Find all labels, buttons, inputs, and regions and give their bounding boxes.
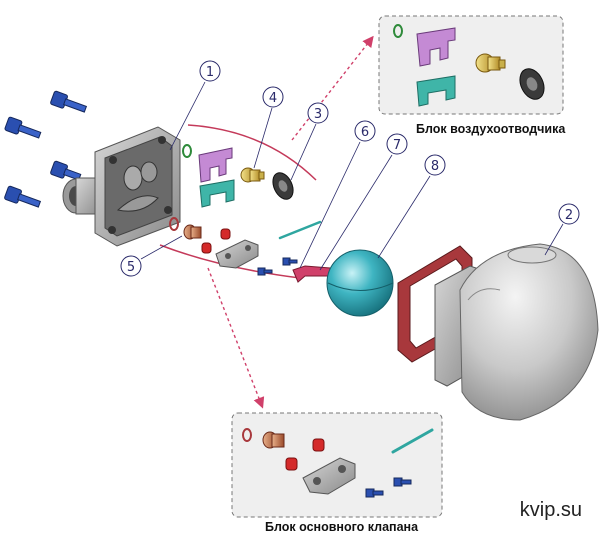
spring-clip-icon <box>199 179 235 208</box>
svg-text:3: 3 <box>314 107 322 122</box>
rod-icon <box>391 428 434 454</box>
plug-icon <box>201 242 212 254</box>
svg-text:5: 5 <box>127 260 135 275</box>
lever-plate-icon <box>215 239 259 269</box>
inset-main-valve-box <box>231 412 443 518</box>
screw-icon <box>365 488 384 498</box>
callout-6: 6 <box>299 120 376 269</box>
inset-main-valve-title: Блок основного клапана <box>265 520 419 534</box>
svg-text:6: 6 <box>361 125 369 140</box>
callout-8: 8 <box>377 154 446 259</box>
float-ball <box>326 249 394 317</box>
screw-icon <box>393 477 412 487</box>
bolt-icon <box>50 90 88 113</box>
plug-icon <box>312 438 325 452</box>
svg-text:4: 4 <box>269 91 277 106</box>
cover-body <box>62 126 181 247</box>
oring-icon <box>182 144 192 158</box>
callout-3: 3 <box>290 102 329 181</box>
housing-body <box>434 243 599 421</box>
oring-icon <box>242 428 252 442</box>
svg-text:8: 8 <box>431 159 439 174</box>
rod-icon <box>278 220 322 240</box>
oring-icon <box>393 24 403 38</box>
lever-plate-icon <box>302 457 356 495</box>
callout-4: 4 <box>253 86 284 169</box>
inset-air-vent-box <box>378 15 564 115</box>
bolt-icon <box>4 185 42 208</box>
inset-air-vent-title: Блок воздухоотводчика <box>416 122 566 136</box>
plug-icon <box>220 228 231 240</box>
svg-text:2: 2 <box>565 208 573 223</box>
valve-seat-icon <box>183 224 202 240</box>
svg-text:7: 7 <box>393 138 401 153</box>
float-lever-arm <box>292 265 331 283</box>
plug-icon <box>285 457 298 471</box>
valve-seat-icon <box>262 431 285 449</box>
seal-disc-icon <box>272 172 294 200</box>
callout-5: 5 <box>120 235 183 277</box>
screw-icon <box>282 257 298 266</box>
arrow-to-air-vent <box>291 35 374 141</box>
bolt-icon <box>50 160 82 181</box>
bracket-icon <box>198 147 233 183</box>
callout-7: 7 <box>319 133 408 271</box>
brass-fitting-icon <box>240 167 265 183</box>
callout-1: 1 <box>169 60 221 151</box>
seal-disc-icon <box>519 68 545 100</box>
bracket-icon <box>416 27 456 67</box>
oring-icon <box>169 217 179 231</box>
callout-2: 2 <box>544 203 580 256</box>
arrow-to-main-valve <box>207 267 265 409</box>
watermark-text: kvip.su <box>519 499 582 521</box>
svg-text:1: 1 <box>206 65 214 80</box>
spring-clip-icon <box>416 75 456 107</box>
bolt-icon <box>4 116 42 139</box>
brass-fitting-icon <box>475 53 506 73</box>
screw-icon <box>257 267 273 276</box>
air-vent-group-arc <box>187 124 317 181</box>
